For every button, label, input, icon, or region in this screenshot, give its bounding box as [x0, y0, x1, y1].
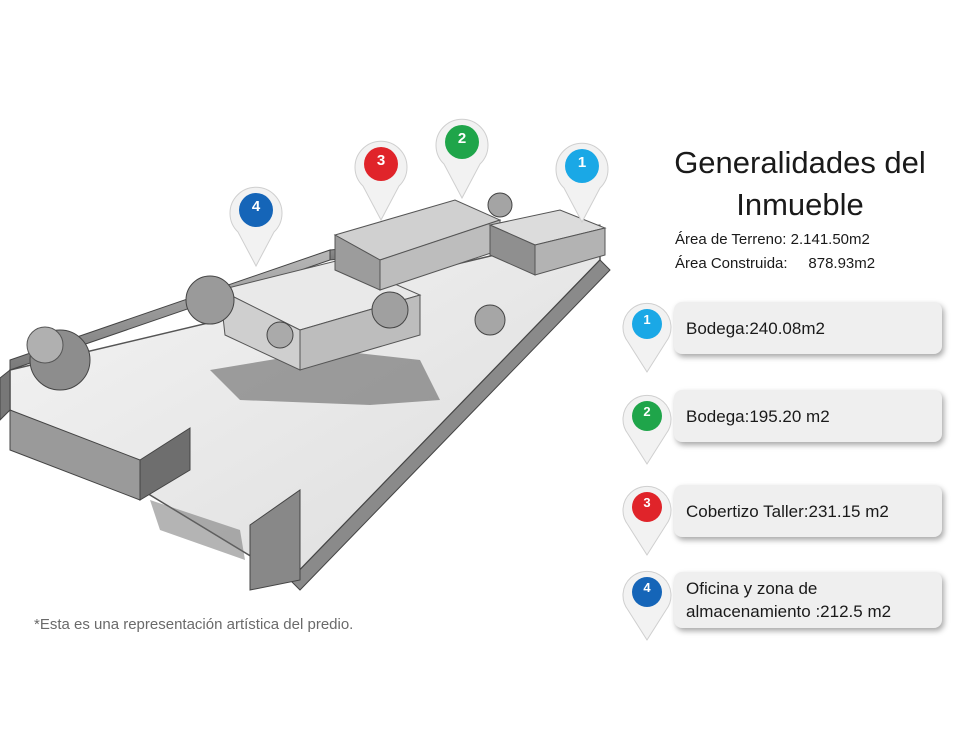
marker-3-number: 3 [376, 152, 386, 169]
legend-number-3: 3 [643, 495, 651, 510]
built-area: Área Construida: 878.93m2 [675, 255, 876, 272]
property-illustration [0, 192, 611, 591]
legend-card-4: Oficina y zona de almacenamiento :212.5 … [674, 572, 942, 628]
marker-1[interactable]: 1 [550, 136, 614, 226]
legend-number-4: 4 [643, 580, 651, 595]
legend-label-2: Bodega:195.20 m2 [686, 406, 830, 426]
legend-marker-3: 3 [614, 479, 680, 559]
legend-marker-1: 1 [614, 296, 680, 376]
marker-4[interactable]: 4 [224, 180, 288, 270]
page-title: Generalidades del Inmueble [674, 145, 926, 222]
marker-1-number: 1 [577, 154, 587, 171]
legend-number-2: 2 [643, 404, 651, 419]
legend-card-3: Cobertizo Taller:231.15 m2 [674, 485, 942, 537]
legend-label-3: Cobertizo Taller:231.15 m2 [686, 501, 889, 521]
legend-card-2: Bodega:195.20 m2 [674, 390, 942, 442]
legend-label-1: Bodega:240.08m2 [686, 318, 825, 338]
illustration-disclaimer: *Esta es una representación artística de… [34, 616, 354, 633]
legend-card-1: Bodega:240.08m2 [674, 302, 942, 354]
marker-2-number: 2 [457, 130, 467, 147]
legend-marker-4: 4 [614, 564, 680, 644]
legend-marker-2: 2 [614, 388, 680, 468]
marker-4-number: 4 [251, 198, 261, 215]
legend-number-1: 1 [643, 312, 651, 327]
marker-2[interactable]: 2 [430, 112, 494, 202]
marker-3[interactable]: 3 [349, 134, 413, 224]
terrain-area: Área de Terreno: 2.141.50m2 [675, 231, 870, 248]
legend-label-4: Oficina y zona de almacenamiento :212.5 … [686, 579, 892, 621]
